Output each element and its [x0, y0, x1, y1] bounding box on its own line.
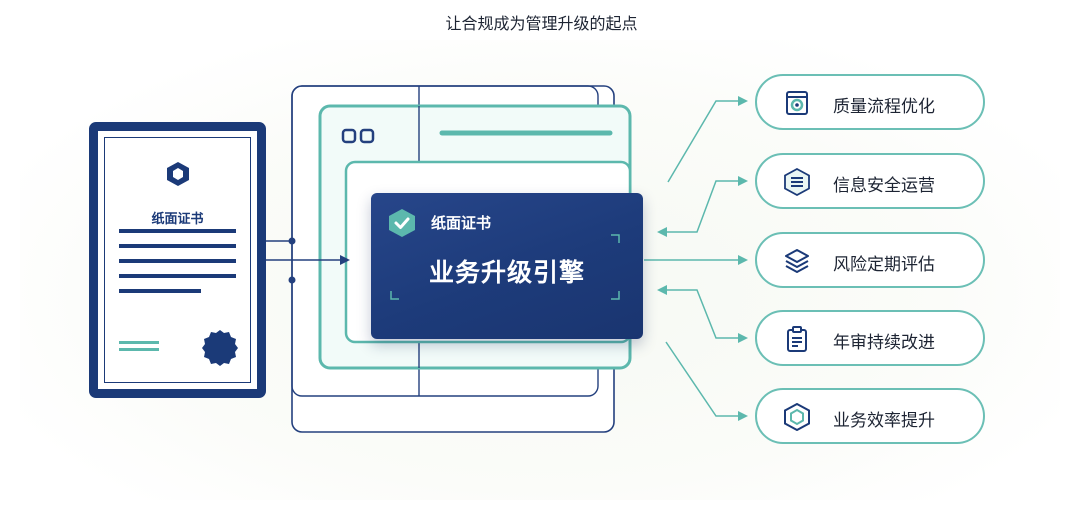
arrow-head-4-icon: [738, 333, 748, 343]
gear-document-icon: [786, 91, 808, 115]
arrow-back-2-icon: [657, 227, 667, 237]
outcome-label: 质量流程优化: [833, 97, 935, 117]
shield-hexagon-icon: [784, 403, 810, 431]
connector-dot-lower: [288, 276, 296, 284]
engine-subtitle: 纸面证书: [431, 214, 492, 232]
outcome-label: 风险定期评估: [833, 255, 935, 275]
clipboard-icon: [787, 326, 807, 352]
certificate-content: [119, 229, 238, 366]
certificate-title: 纸面证书: [151, 212, 204, 227]
layers-icon: [785, 249, 809, 273]
check-shield-icon: [389, 209, 415, 237]
page-title: 让合规成为管理升级的起点: [445, 14, 638, 33]
outcome-pill-security: 信息安全运营: [755, 153, 985, 209]
arrow-line-1: [667, 100, 740, 183]
arrow-back-4-icon: [657, 285, 667, 295]
paper-certificate: 纸面证书: [89, 122, 266, 398]
connector-arrow-icon: [340, 255, 350, 265]
screen-button-1: [341, 128, 357, 144]
hexagon-list-icon: [784, 168, 810, 196]
arrow-head-2-icon: [738, 176, 748, 186]
outcome-pill-annual-review: 年审持续改进: [755, 310, 985, 366]
business-upgrade-engine: 纸面证书 业务升级引擎: [371, 193, 643, 339]
certificate-hexagon-icon: [167, 162, 189, 186]
outcome-pill-efficiency: 业务效率提升: [755, 388, 985, 444]
outcome-label: 业务效率提升: [833, 411, 935, 431]
arrow-line-4: [663, 289, 740, 339]
certificate-inner-border: [104, 137, 251, 383]
arrow-head-1-icon: [738, 96, 748, 106]
screen-button-2: [359, 128, 375, 144]
arrow-head-3-icon: [738, 255, 748, 265]
outcome-pill-quality: 质量流程优化: [755, 74, 985, 130]
engine-title: 业务升级引擎: [428, 258, 585, 287]
engine-corner-marks: [390, 234, 620, 300]
outcome-pill-risk: 风险定期评估: [755, 232, 985, 288]
arrow-line-5: [665, 341, 740, 417]
arrow-head-5-icon: [738, 411, 748, 421]
outcome-label: 信息安全运营: [833, 176, 935, 196]
connector-dot-upper: [288, 237, 296, 245]
outcome-label: 年审持续改进: [833, 333, 935, 353]
arrow-line-2: [663, 180, 740, 233]
